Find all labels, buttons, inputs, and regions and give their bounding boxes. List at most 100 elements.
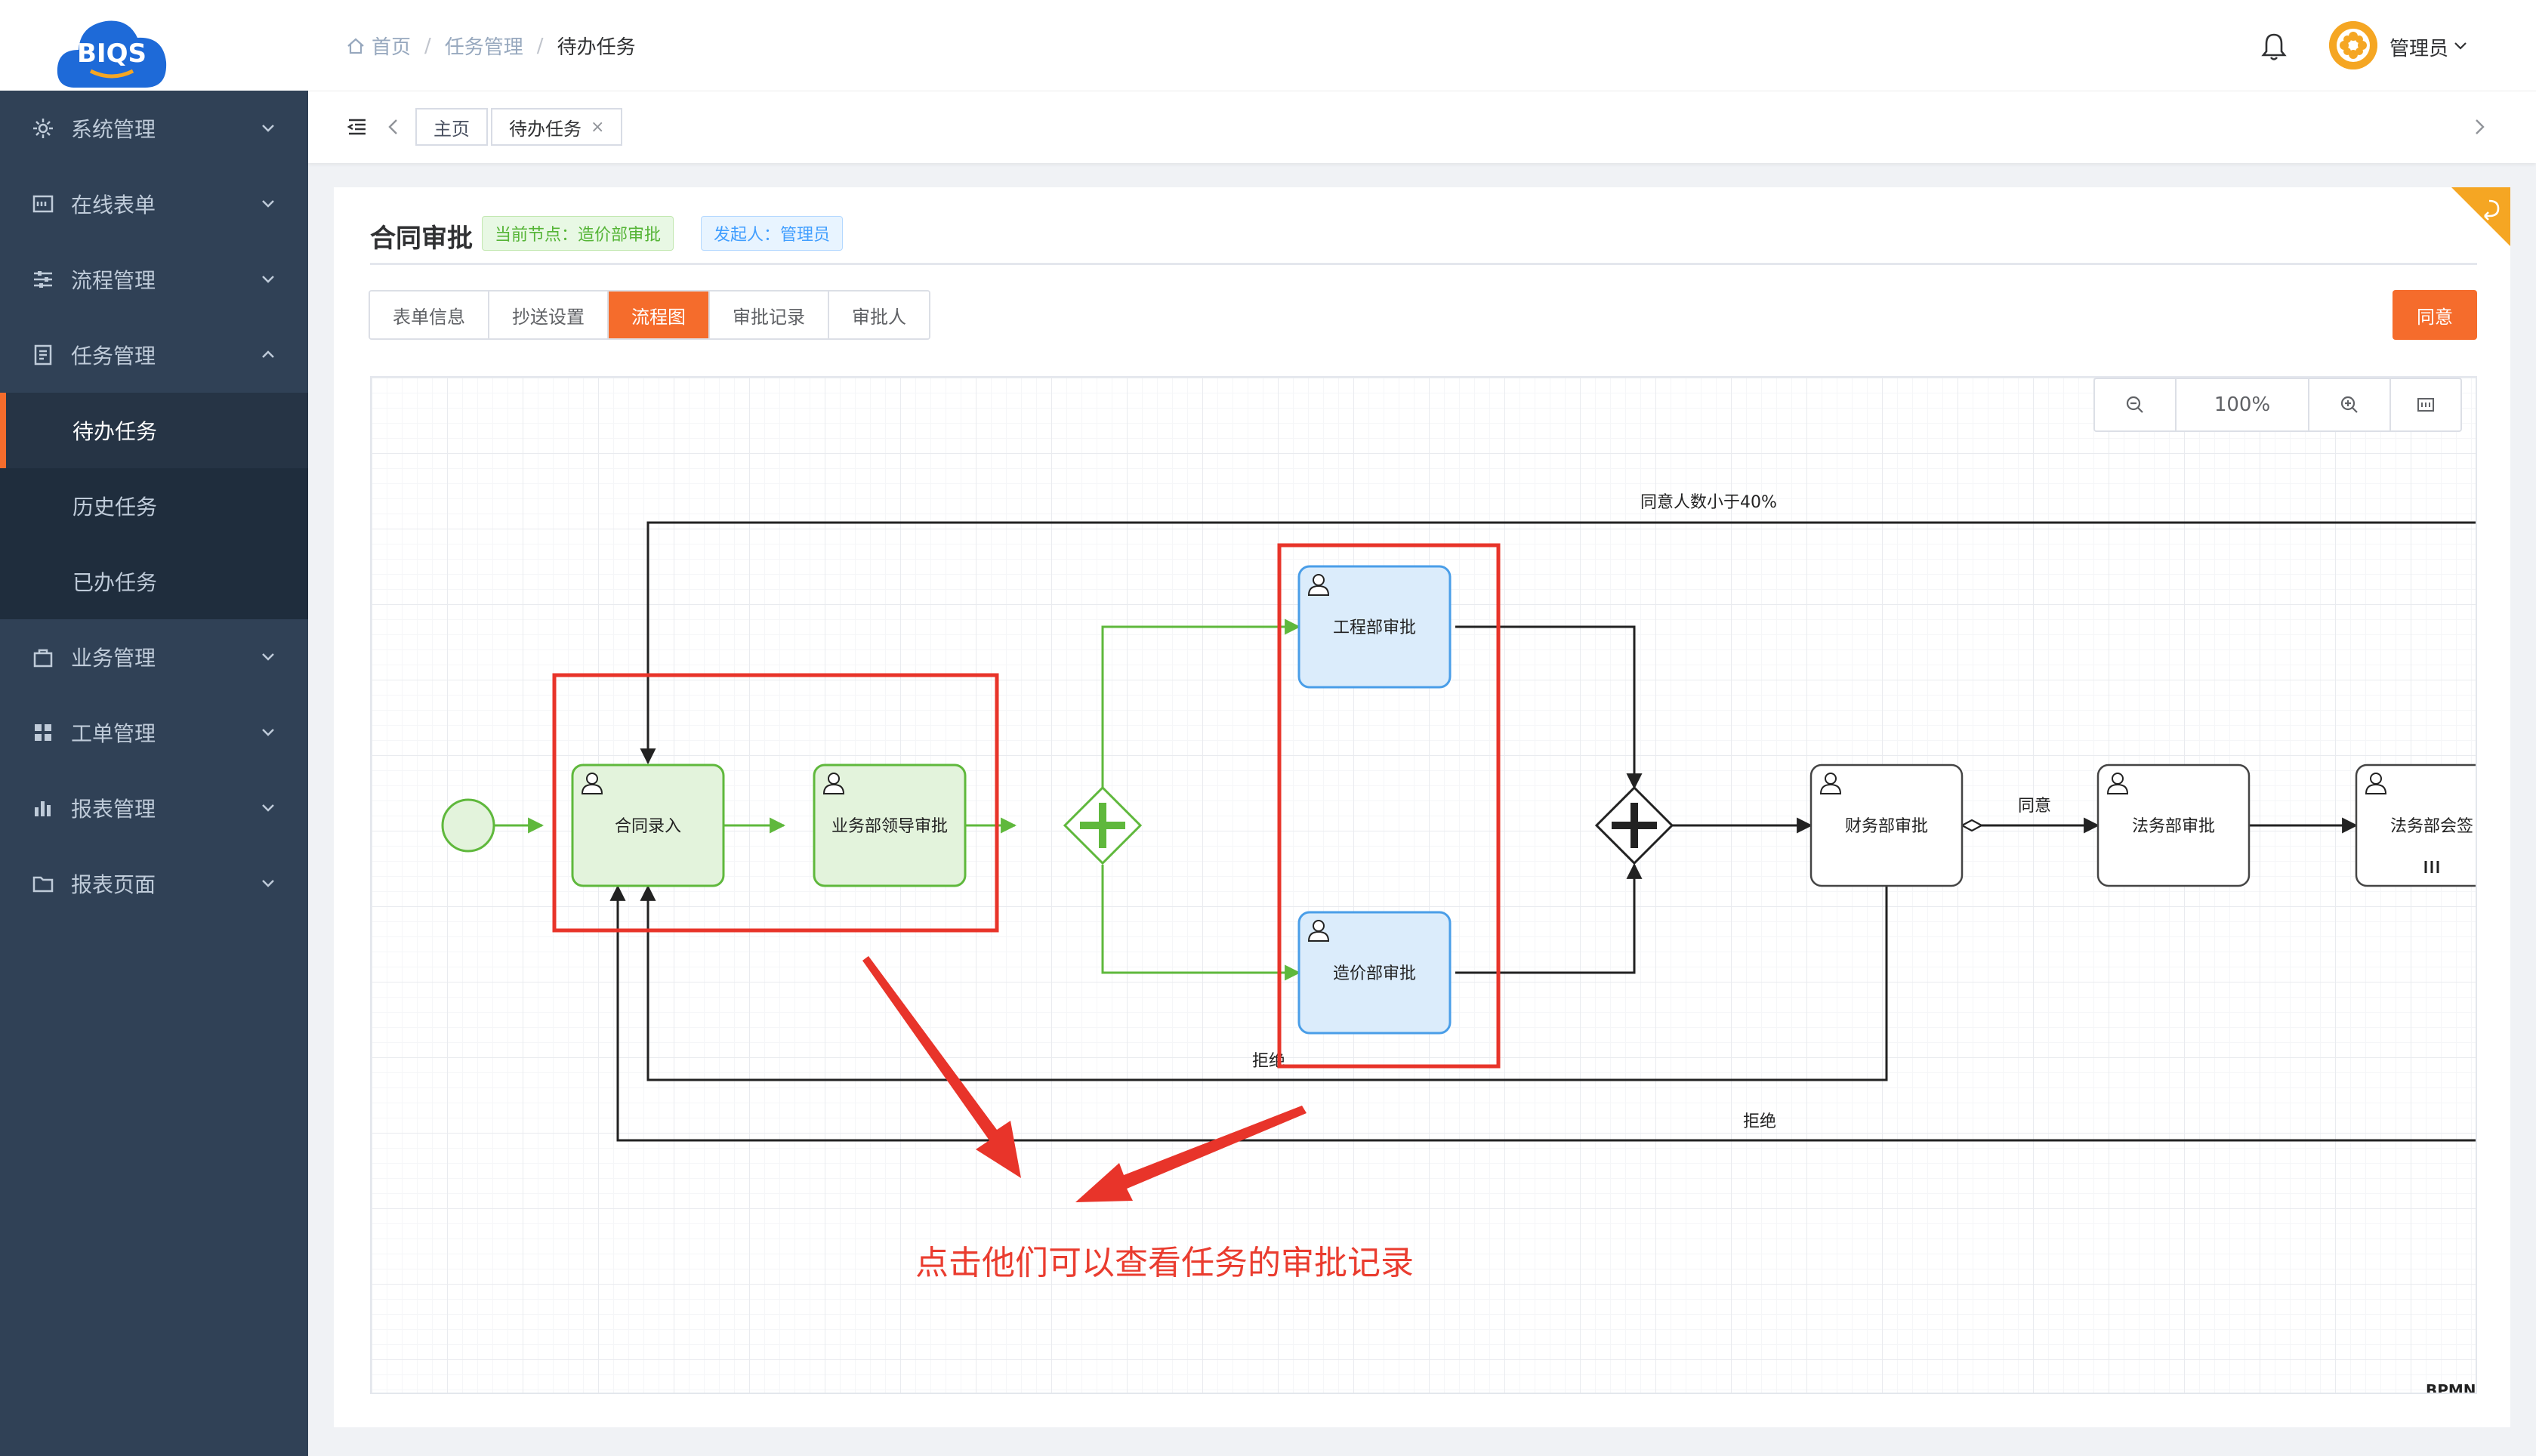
sidebar-item-label: 工单管理 [71, 721, 156, 746]
chevron-down-icon [262, 729, 274, 736]
zoom-level: 100% [2177, 379, 2309, 430]
task-submenu: 待办任务 历史任务 已办任务 [0, 393, 308, 619]
sidebar: BIQS 系统管理 在线表单 流程管理 [0, 0, 308, 1456]
tag-label: 主页 [433, 118, 470, 140]
sidebar-item-label: 待办任务 [73, 419, 158, 444]
user-name[interactable]: 管理员 [2389, 38, 2449, 60]
fit-view-button[interactable] [2391, 379, 2460, 430]
highlight-box [1277, 543, 1501, 1069]
chevron-right-icon[interactable] [2468, 116, 2491, 138]
sidebar-item-system[interactable]: 系统管理 [0, 91, 308, 166]
page-title: 合同审批 [370, 224, 473, 254]
annotation-arrows [862, 956, 1307, 1202]
content-card: 合同审批 当前节点：造价部审批 发起人：管理员 表单信息 抄送设置 流程图 审批… [334, 187, 2510, 1427]
divider [370, 263, 2477, 265]
tab-approval-records[interactable]: 审批记录 [710, 292, 829, 338]
fit-view-icon [2417, 398, 2434, 412]
zoom-in-button[interactable] [2309, 379, 2391, 430]
bell-icon[interactable] [2260, 32, 2288, 62]
flow-line [609, 884, 2476, 1142]
sliders-icon [32, 268, 54, 291]
zoom-out-button[interactable] [2095, 379, 2177, 430]
task-label: 业务部领导审批 [831, 817, 948, 836]
sidebar-item-todo[interactable]: 待办任务 [0, 393, 308, 468]
multi-instance-icon [2424, 861, 2439, 873]
bag-icon [32, 646, 54, 668]
task-cost: 造价部审批 [1297, 911, 1452, 1035]
chevron-down-icon [262, 200, 274, 208]
bpmn-canvas[interactable]: 合同录入 业务部领导审批 工程部审批 造价部审批 [370, 376, 2477, 1394]
logo-area: BIQS [0, 0, 308, 91]
sidebar-item-report[interactable]: 报表管理 [0, 770, 308, 846]
gear-icon [32, 117, 54, 140]
chevron-down-icon[interactable] [2453, 38, 2468, 53]
parallel-gateway-join [1594, 785, 1674, 865]
task-label: 造价部审批 [1333, 964, 1416, 983]
current-node-badge: 当前节点：造价部审批 [482, 216, 674, 251]
topbar: 首页 / 任务管理 / 待办任务 管理员 [308, 0, 2536, 91]
sidebar-item-label: 历史任务 [73, 495, 158, 520]
condition-marker [1960, 819, 1984, 832]
task-business-leader: 业务部领导审批 [813, 763, 967, 887]
breadcrumb-home[interactable]: 首页 [372, 36, 412, 59]
annotation-text: 点击他们可以查看任务的审批记录 [915, 1244, 1414, 1282]
tab-cc-settings[interactable]: 抄送设置 [489, 292, 609, 338]
close-icon[interactable]: × [591, 117, 605, 137]
tag-label: 待办任务 [509, 118, 582, 140]
back-corner[interactable] [2451, 187, 2510, 246]
highlight-box [552, 673, 999, 933]
flow-line [1101, 618, 1301, 788]
task-label: 财务部审批 [1845, 817, 1928, 836]
task-label: 合同录入 [615, 817, 681, 836]
sidebar-item-label: 已办任务 [73, 570, 158, 595]
flow-label: 同意人数小于40% [1640, 493, 1777, 512]
task-finance: 财务部审批 [1809, 763, 1964, 887]
menu-fold-icon[interactable] [346, 116, 369, 138]
undo-icon [2484, 199, 2500, 221]
tab-form-info[interactable]: 表单信息 [370, 292, 489, 338]
task-label: 法务部会签 [2390, 817, 2473, 836]
tab-approvers[interactable]: 审批人 [829, 292, 929, 338]
sidebar-item-label: 在线表单 [71, 193, 156, 217]
chevron-left-icon[interactable] [382, 116, 405, 138]
bpmn-diagram: 合同录入 业务部领导审批 工程部审批 造价部审批 [441, 493, 2476, 1393]
sidebar-item-task[interactable]: 任务管理 [0, 317, 308, 393]
chevron-down-icon [262, 276, 274, 283]
flow-line [640, 884, 1888, 1081]
sidebar-menu: 系统管理 在线表单 流程管理 任务管理 待办任务 [0, 91, 308, 921]
chevron-down-icon [262, 125, 274, 132]
zoom-in-icon [2340, 396, 2358, 413]
flow-line [1455, 862, 1643, 974]
flow-line [1455, 625, 1643, 790]
tag-todo[interactable]: 待办任务 × [491, 108, 623, 146]
flow-label: 拒绝 [1743, 1112, 1776, 1131]
chevron-down-icon [262, 804, 274, 812]
logo-text: BIQS [77, 39, 147, 69]
logo: BIQS [57, 20, 167, 88]
breadcrumb: 首页 / 任务管理 / 待办任务 [346, 32, 636, 60]
sidebar-item-report-page[interactable]: 报表页面 [0, 846, 308, 921]
home-icon [347, 38, 364, 54]
sidebar-item-label: 业务管理 [71, 646, 156, 671]
initiator-badge: 发起人：管理员 [701, 216, 844, 251]
avatar[interactable] [2329, 21, 2377, 69]
breadcrumb-current: 待办任务 [557, 36, 636, 59]
flow-line [1101, 865, 1301, 981]
parallel-gateway-split [1063, 785, 1143, 865]
chevron-down-icon [262, 653, 274, 661]
flow-label: 同意 [2018, 797, 2051, 816]
sidebar-item-label: 系统管理 [71, 117, 156, 142]
agree-button[interactable]: 同意 [2393, 290, 2477, 340]
sidebar-item-done[interactable]: 已办任务 [0, 544, 308, 619]
sidebar-item-label: 任务管理 [71, 344, 156, 369]
sidebar-item-online-form[interactable]: 在线表单 [0, 166, 308, 242]
sidebar-item-history[interactable]: 历史任务 [0, 468, 308, 544]
task-contract-entry: 合同录入 [571, 763, 725, 887]
sidebar-item-workorder[interactable]: 工单管理 [0, 695, 308, 770]
sidebar-item-process[interactable]: 流程管理 [0, 242, 308, 317]
sidebar-item-business[interactable]: 业务管理 [0, 619, 308, 695]
breadcrumb-task[interactable]: 任务管理 [444, 36, 523, 59]
tag-home[interactable]: 主页 [415, 108, 488, 146]
tab-flowchart[interactable]: 流程图 [609, 292, 710, 338]
task-label: 法务部审批 [2132, 817, 2215, 836]
